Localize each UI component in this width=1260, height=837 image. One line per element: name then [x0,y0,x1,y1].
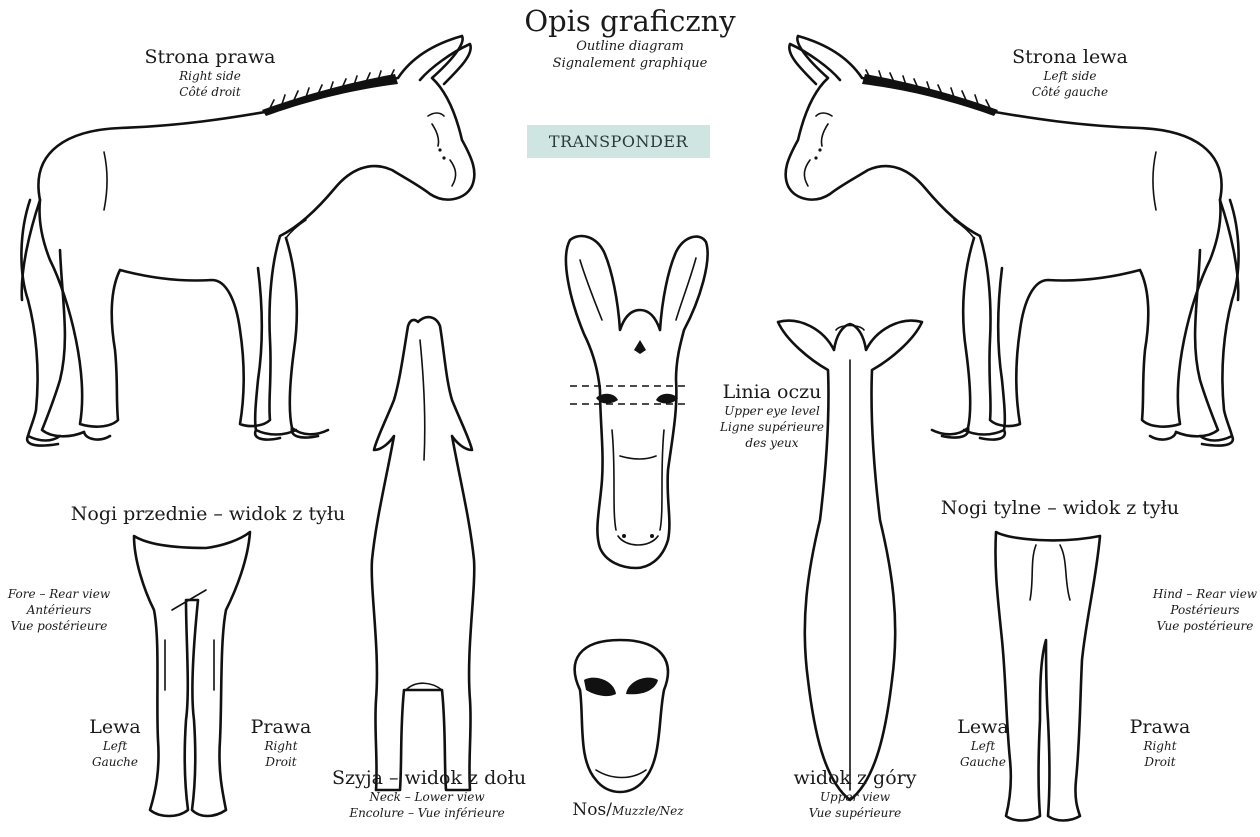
left-side-fr: Côté gauche [960,84,1180,100]
top-view-fr: Vue supérieure [780,805,930,821]
hind-legs-fr-1: Postérieurs [1150,602,1260,618]
neck-en: Neck – Lower view [332,789,522,805]
right-side-main: Strona prawa [110,46,310,68]
fore-left-en: Left [80,738,150,754]
eye-line-fr-1: Ligne supérieure [692,419,852,435]
fore-right-fr: Droit [246,754,316,770]
fore-left-fr: Gauche [80,754,150,770]
hind-legs-rear-view-outline [995,532,1100,821]
fore-legs-fr-1: Antérieurs [0,602,118,618]
left-side-label: Strona lewa Left side Côté gauche [960,46,1180,100]
title-main: Opis graficzny [480,4,780,38]
fore-left-main: Lewa [80,716,150,738]
fore-legs-fr-2: Vue postérieure [0,618,118,634]
hind-right-main: Prawa [1120,716,1200,738]
eye-line-fr-2: des yeux [692,435,852,451]
neck-fr: Encolure – Vue inférieure [332,805,522,821]
page-title: Opis graficzny Outline diagram Signaleme… [480,4,780,72]
hind-legs-title: Nogi tylne – widok z tyłu [925,497,1195,519]
fore-right-label: Prawa Right Droit [246,716,316,770]
right-side-label: Strona prawa Right side Côté droit [110,46,310,100]
hind-legs-fr-2: Vue postérieure [1150,618,1260,634]
fore-legs-en: Fore – Rear view [0,586,118,602]
hind-legs-main: Nogi tylne – widok z tyłu [925,497,1195,519]
left-side-en: Left side [960,68,1180,84]
head-front-view-outline [566,236,708,568]
fore-legs-title: Nogi przednie – widok z tyłu [68,503,348,525]
right-side-fr: Côté droit [110,84,310,100]
hind-left-label: Lewa Left Gauche [948,716,1018,770]
eye-line-en: Upper eye level [692,403,852,419]
left-side-main: Strona lewa [960,46,1180,68]
title-sub-fr: Signalement graphique [480,55,780,72]
top-view-en: Upper view [780,789,930,805]
eye-line-label: Linia oczu Upper eye level Ligne supérie… [692,381,852,451]
neck-label: Szyja – widok z dołu Neck – Lower view E… [332,767,522,821]
hind-left-main: Lewa [948,716,1018,738]
hind-right-fr: Droit [1120,754,1200,770]
neck-lower-view-outline [372,317,475,790]
fore-right-main: Prawa [246,716,316,738]
fore-legs-subtitle: Fore – Rear view Antérieurs Vue postérie… [0,586,118,634]
fore-left-label: Lewa Left Gauche [80,716,150,770]
hind-left-fr: Gauche [948,754,1018,770]
hind-right-en: Right [1120,738,1200,754]
hind-legs-subtitle: Hind – Rear view Postérieurs Vue postéri… [1150,586,1260,634]
transponder-badge: TRANSPONDER [527,125,710,158]
top-view-main: widok z góry [780,767,930,789]
hind-left-en: Left [948,738,1018,754]
title-sub-en: Outline diagram [480,38,780,55]
muzzle-outline [575,640,668,792]
hind-right-label: Prawa Right Droit [1120,716,1200,770]
hind-legs-en: Hind – Rear view [1150,586,1260,602]
fore-legs-main: Nogi przednie – widok z tyłu [68,503,348,525]
fore-right-en: Right [246,738,316,754]
neck-main: Szyja – widok z dołu [332,767,522,789]
muzzle-small: Muzzle/Nez [612,804,684,818]
top-view-label: widok z góry Upper view Vue supérieure [780,767,930,821]
right-side-en: Right side [110,68,310,84]
fore-legs-rear-view-outline [134,532,250,816]
eye-line-main: Linia oczu [692,381,852,403]
muzzle-label: Nos/Muzzle/Nez [548,800,708,820]
muzzle-main: Nos/ [572,800,612,820]
